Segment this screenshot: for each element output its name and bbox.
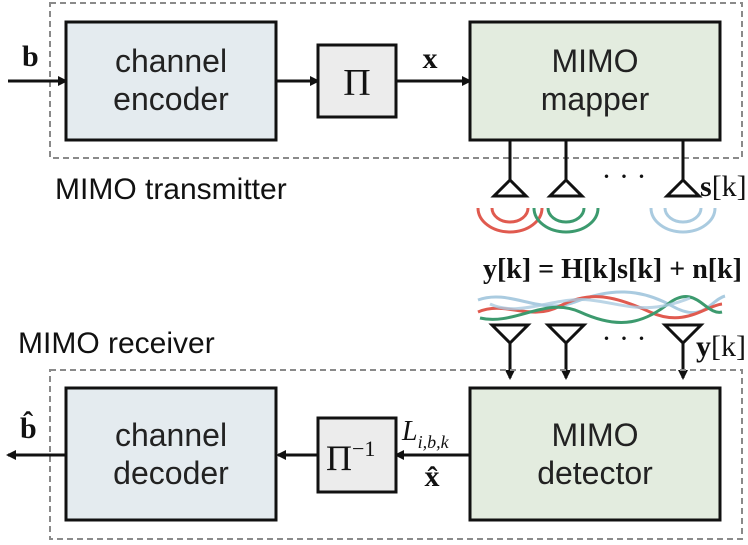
deinterleaver-label: Π−1 <box>326 436 375 478</box>
mimo-mapper-label-line1: MIMO <box>551 43 638 79</box>
receiver-dashed-boundary <box>49 369 743 540</box>
rx-signal-symbol: y <box>696 330 711 363</box>
channel-decoder-label-line2: decoder <box>113 455 229 491</box>
interleaver-block <box>316 43 398 119</box>
channel-encoder-label-line2: encoder <box>113 81 229 117</box>
channel-decoder-label-line1: channel <box>115 417 227 453</box>
mimo-detector-block <box>468 386 722 522</box>
rx-antenna-3 <box>661 323 705 380</box>
llr-subscript: i,b,k <box>418 432 450 452</box>
channel-encoder-label-line1: channel <box>115 43 227 79</box>
input-bits-label: b <box>22 40 39 73</box>
coded-bits-label: x <box>423 42 438 75</box>
tx-signal-label: s[k] <box>700 170 747 203</box>
deinterleaver-symbol: Π <box>326 438 352 478</box>
rx-antenna-2 <box>544 323 588 380</box>
tx-signal-symbol: s <box>700 170 712 203</box>
transmitter-caption: MIMO transmitter <box>55 173 287 206</box>
receiver-caption: MIMO receiver <box>18 327 215 360</box>
mimo-detector-label-line1: MIMO <box>551 417 638 453</box>
channel-equation: y[k] = H[k]s[k] + n[k] <box>483 254 742 285</box>
rx-antenna-1 <box>488 323 532 380</box>
interleaver-label: Π <box>343 62 370 104</box>
mimo-detector-label-line2: detector <box>537 455 653 491</box>
tx-antenna-dots: · · · <box>602 160 647 193</box>
transmitter-dashed-boundary <box>49 2 743 159</box>
llr-label: Li,b,k <box>401 416 450 452</box>
detected-bits-label: x̂ <box>425 460 440 493</box>
llr-symbol: L <box>401 416 418 447</box>
mimo-mapper-label-line2: mapper <box>541 81 650 117</box>
deinterleaver-superscript: −1 <box>352 436 375 461</box>
rx-signal-label: y[k] <box>696 330 746 363</box>
tx-antenna-2 <box>546 140 586 198</box>
rx-antenna-dots: · · · <box>602 322 647 355</box>
tx-signal-index: [k] <box>712 170 747 203</box>
tx-waves <box>476 207 717 234</box>
tx-antenna-1 <box>490 140 530 198</box>
channel-decoder-block <box>64 386 278 522</box>
tx-antenna-3 <box>663 140 703 198</box>
rx-waves <box>477 290 726 324</box>
mimo-mapper-block <box>468 20 722 142</box>
output-bits-label: b̂ <box>20 411 37 445</box>
rx-signal-index: [k] <box>711 330 746 363</box>
